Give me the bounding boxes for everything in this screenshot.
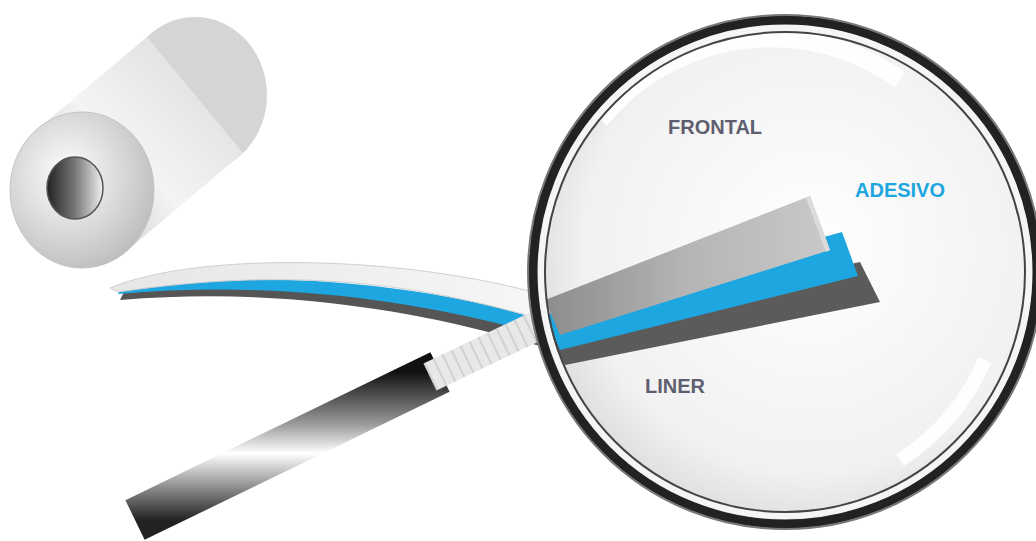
- face-stock-label: FRONTAL: [668, 116, 762, 138]
- magnifier-lens: [528, 15, 1036, 529]
- label-roll: [10, 17, 267, 268]
- face-layer: [545, 196, 830, 335]
- adhesive-label: ADESIVO: [855, 179, 945, 201]
- face-strip: [110, 263, 560, 325]
- liner-label: LINER: [645, 375, 705, 397]
- magnifier-handle: [135, 322, 545, 520]
